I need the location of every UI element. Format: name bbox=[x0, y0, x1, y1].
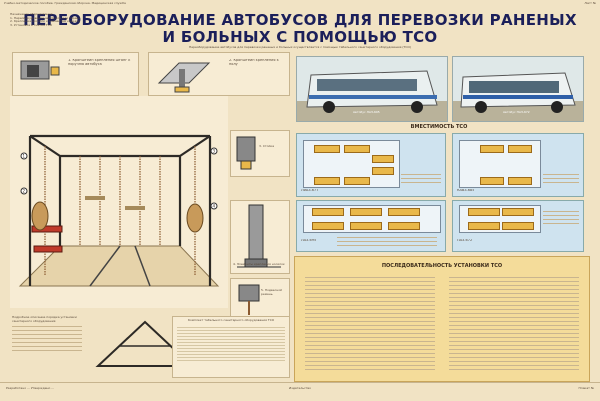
layout-liaz: ЛиАЗ-677 bbox=[296, 133, 446, 197]
intro-note: 2. Крепление носилок к элементам каркаса bbox=[10, 20, 80, 24]
intro-notes: Назначение оборудования: 1. Переоборудов… bbox=[10, 13, 80, 27]
layout-name-2: КАВЗ-685 bbox=[457, 189, 475, 192]
strap-detail-icon bbox=[238, 284, 260, 315]
sequence-panel: ПОСЛЕДОВАТЕЛЬНОСТЬ УСТАНОВКИ ТСО bbox=[294, 256, 590, 382]
equipment-table: Комплект табельного санитарного оборудов… bbox=[172, 316, 290, 378]
bus-laz-icon bbox=[297, 70, 447, 121]
floor-frame-icon bbox=[95, 320, 195, 367]
callout-box-1: 1. Кронштейн крепления штанг к поручню а… bbox=[12, 52, 139, 96]
footer-right: Плакат № bbox=[578, 387, 594, 390]
bottom-left-note: Подробное описание порядка установки сан… bbox=[12, 316, 82, 366]
subtitle: Переоборудование автобусов для перевозки… bbox=[188, 46, 412, 49]
bracket-detail-2-icon bbox=[157, 62, 211, 93]
callout-text-3: 3. Стойка bbox=[259, 145, 275, 148]
callout-box-5: 5. Подвесной ремень bbox=[230, 278, 290, 320]
page-title-line2: И БОЛЬНЫХ С ПОМОЩЬЮ ТСО bbox=[162, 28, 438, 46]
callout-box-4: 4. Элементы крепления носилок bbox=[230, 200, 290, 274]
bus-plan bbox=[303, 205, 441, 233]
bus-plan bbox=[459, 140, 541, 188]
intro-note: 1. Переоборудование автобусов для перево… bbox=[10, 16, 80, 20]
intro-note: Назначение оборудования: bbox=[10, 13, 54, 16]
bus-photo-caption-2: Автобус ПАЗ-672 bbox=[503, 111, 530, 114]
callout-box-3: 3. Стойка bbox=[230, 130, 290, 177]
bracket-detail-1-icon bbox=[20, 60, 60, 80]
topbar-left: Учебно-методическое пособие. Гражданская… bbox=[4, 2, 126, 5]
layout-name-4: ПАЗ-672 bbox=[457, 239, 473, 242]
page-title-line1: ПЕРЕОБОРУДОВАНИЕ АВТОБУСОВ ДЛЯ ПЕРЕВОЗКИ… bbox=[23, 11, 577, 29]
layout-kavz: КАВЗ-685 bbox=[452, 133, 584, 197]
callout-marker-1: 1 bbox=[23, 154, 26, 159]
callout-text-5: 5. Подвесной ремень bbox=[261, 289, 282, 296]
layout-name-1: ЛиАЗ-677 bbox=[301, 189, 319, 192]
bus-interior-illustration: 1 2 3 4 bbox=[10, 96, 228, 308]
bus-plan bbox=[459, 205, 541, 233]
bus-photo-2: Автобус ПАЗ-672 bbox=[452, 56, 584, 122]
layout-laz: ЛАЗ-695 bbox=[296, 200, 446, 252]
footer-center: Издательство bbox=[288, 387, 312, 390]
callout-text-4: 4. Элементы крепления носилок bbox=[233, 263, 285, 266]
callout-text-1: 1. Кронштейн крепления штанг к поручню а… bbox=[68, 59, 131, 66]
equipment-table-heading: Комплект табельного санитарного оборудов… bbox=[187, 318, 275, 322]
callout-text-2: 2. Кронштейн крепления к полу bbox=[229, 59, 279, 66]
bottom-left-note-text: Подробное описание порядка установки сан… bbox=[12, 316, 77, 323]
bus-paz-icon bbox=[453, 72, 583, 121]
floor-frame-drawing bbox=[90, 318, 200, 370]
bus-interior-frame-icon bbox=[18, 134, 220, 287]
layout-paz: ПАЗ-672 bbox=[452, 200, 584, 252]
callout-marker-2: 2 bbox=[23, 189, 26, 194]
callout-markers: 1 2 3 4 bbox=[23, 149, 216, 209]
bus-photo-caption-1: Автобус ЛАЗ-695 bbox=[353, 111, 380, 114]
topbar-right: Лист № bbox=[584, 2, 596, 5]
footer-left: Разработано ... Утверждено ... bbox=[6, 387, 55, 390]
mount-detail-icon bbox=[236, 136, 256, 170]
bus-plan bbox=[303, 140, 400, 188]
stand-detail-icon bbox=[237, 204, 281, 268]
bus-photo-1: Автобус ЛАЗ-695 bbox=[296, 56, 448, 122]
intro-note: 3. Установка и снятие ТСО bbox=[10, 23, 53, 27]
capacity-heading: ВМЕСТИМОСТЬ ТСО bbox=[410, 124, 468, 130]
footer: Разработано ... Утверждено ... Издательс… bbox=[0, 382, 600, 401]
sequence-heading: ПОСЛЕДОВАТЕЛЬНОСТЬ УСТАНОВКИ ТСО bbox=[381, 263, 503, 269]
callout-marker-4: 4 bbox=[213, 204, 216, 209]
layout-name-3: ЛАЗ-695 bbox=[301, 239, 317, 242]
callout-marker-3: 3 bbox=[213, 149, 216, 154]
callout-box-2: 2. Кронштейн крепления к полу bbox=[148, 52, 290, 96]
